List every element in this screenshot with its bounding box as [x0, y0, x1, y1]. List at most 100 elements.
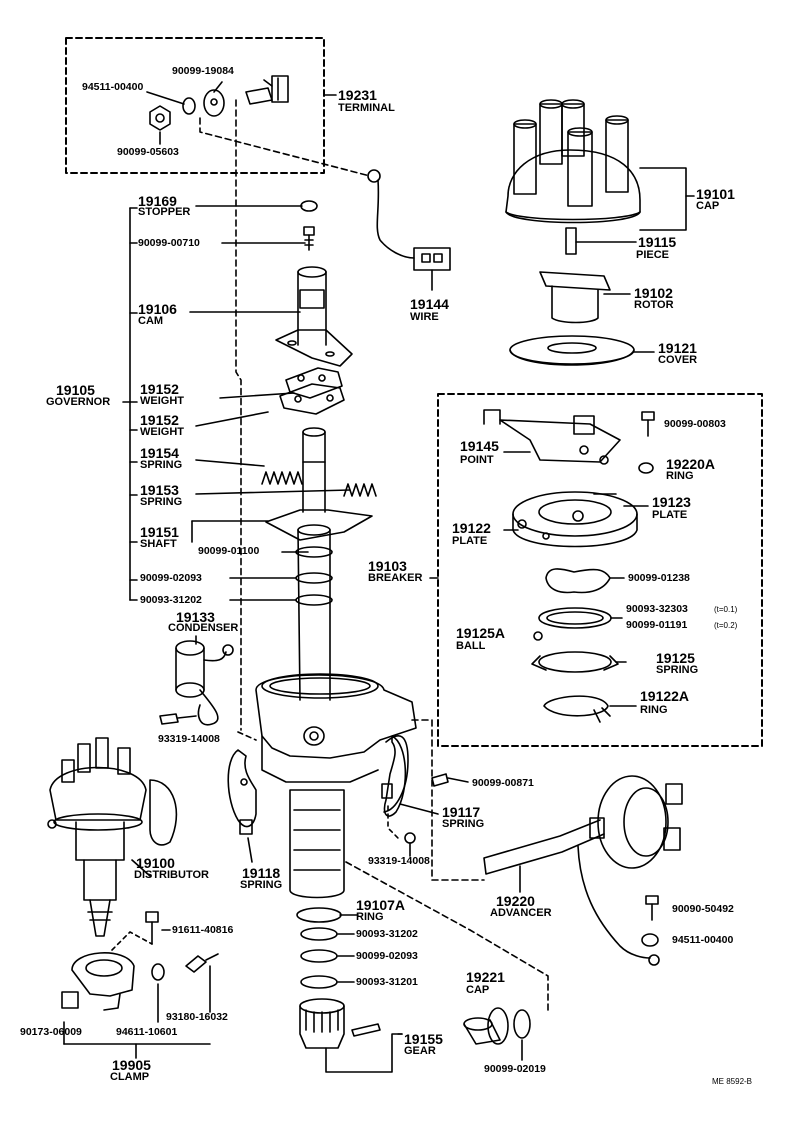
label-19118-name: SPRING — [240, 879, 283, 891]
ring-19220A-shape — [638, 462, 654, 474]
bolt-93180-16032 — [185, 953, 219, 973]
contact-point-shape — [483, 409, 621, 465]
label-19102-number: 19102 — [634, 285, 673, 301]
governor-shaft-shape — [265, 427, 373, 701]
label-19105-name: GOVERNOR — [46, 396, 111, 408]
ring-19122A-shape — [543, 695, 609, 717]
distributor-cap-shape — [505, 99, 641, 224]
label-19221-number: 19221 — [466, 969, 505, 985]
label-19125-number: 19125 — [656, 650, 695, 666]
label-19151-number: 19151 — [140, 524, 179, 540]
label-90099-01238: 90099-01238 — [628, 572, 690, 584]
gear-pin — [351, 1023, 381, 1037]
terminal-group-box — [65, 37, 325, 174]
nut-90173-06009 — [61, 991, 79, 1009]
label-19101-name: CAP — [696, 200, 720, 212]
label-19121-number: 19121 — [658, 340, 697, 356]
label-90093-32303: 90093-32303 — [626, 603, 688, 615]
label-19905-name: CLAMP — [110, 1071, 150, 1083]
label-90093-31202-lower: 90093-31202 — [356, 928, 418, 940]
label-90093-31201: 90093-31201 — [356, 976, 418, 988]
spring-19125-shape — [531, 651, 619, 673]
vacuum-advancer-shape — [483, 775, 683, 966]
label-90099-00803: 90099-00803 — [664, 418, 726, 430]
label-19905-number: 19905 — [112, 1057, 151, 1073]
label-19145-number: 19145 — [460, 438, 499, 454]
label-19122A-number: 19122A — [640, 688, 690, 704]
label-19144-number: 19144 — [410, 296, 449, 312]
label-90099-02019: 90099-02019 — [484, 1063, 546, 1075]
bolt-91611-40816 — [145, 911, 159, 945]
label-19169-name: STOPPER — [138, 206, 191, 218]
label-19106-name: CAM — [138, 315, 164, 327]
label-19103-number: 19103 — [368, 558, 407, 574]
screw-90099-00871 — [431, 773, 469, 787]
breaker-plate-shape — [512, 491, 638, 548]
ring-90093-31201 — [300, 975, 338, 989]
dust-cover-shape — [509, 335, 635, 366]
label-90093-32303-note: (t=0.1) — [714, 605, 738, 614]
label-90173-06009: 90173-06009 — [20, 1026, 82, 1038]
label-90099-19084: 90099-19084 — [172, 65, 234, 77]
washer-90099-02019-shape — [513, 1009, 531, 1039]
drive-gear-shape — [299, 998, 345, 1049]
label-19105-number: 19105 — [56, 382, 95, 398]
label-90099-01191: 90099-01191 — [626, 619, 688, 631]
label-19221-name: CAP — [466, 984, 490, 996]
label-19155-number: 19155 — [404, 1031, 443, 1047]
label-19101-number: 19101 — [696, 186, 735, 202]
label-94511-00400-lower: 94511-00400 — [672, 934, 734, 946]
label-19123-number: 19123 — [652, 494, 691, 510]
label-19145-name: POINT — [460, 454, 494, 466]
label-90099-02093-upper: 90099-02093 — [140, 572, 202, 584]
ball-19125A-shape — [533, 631, 543, 641]
label-19153-name: SPRING — [140, 496, 183, 508]
ring-90093-31202-lower — [300, 927, 338, 941]
ring-90099-02093-lower — [300, 949, 338, 963]
label-94611-10601: 94611-10601 — [116, 1026, 178, 1038]
label-19122-number: 19122 — [452, 520, 491, 536]
nut-90099-05603 — [149, 105, 171, 131]
spring-19153-shape — [343, 483, 377, 497]
label-91611-40816: 91611-40816 — [172, 924, 234, 936]
label-19153-number: 19153 — [140, 482, 179, 498]
washer-90093-32303-shape — [538, 607, 612, 629]
cap-19221-shape — [463, 1007, 509, 1045]
spring-clip-19118 — [227, 749, 257, 835]
governor-weights — [279, 367, 345, 415]
washer-94511-00400-lower — [641, 933, 659, 947]
ring-90099-02093-upper — [295, 572, 333, 584]
label-19125A-number: 19125A — [456, 625, 506, 641]
label-19231-number: 19231 — [338, 87, 377, 103]
label-19155-name: GEAR — [404, 1045, 436, 1057]
label-19125A-name: BALL — [456, 640, 486, 652]
label-19151-name: SHAFT — [140, 538, 177, 550]
piece-19115-shape — [565, 227, 577, 255]
label-19100-name: DISTRIBUTOR — [134, 869, 209, 881]
label-19121-name: COVER — [658, 354, 698, 366]
label-19122-name: PLATE — [452, 535, 488, 547]
complete-distributor-shape — [47, 737, 178, 937]
washer-94611-10601 — [151, 963, 165, 981]
condenser-shape — [175, 640, 234, 726]
label-90099-01100: 90099-01100 — [198, 545, 260, 557]
label-90099-00710: 90099-00710 — [138, 237, 200, 249]
label-19133-number: 19133 — [176, 609, 215, 625]
label-19152b-name: WEIGHT — [140, 426, 184, 438]
label-19102-name: ROTOR — [634, 299, 674, 311]
label-90099-00871: 90099-00871 — [472, 777, 534, 789]
label-19220-number: 19220 — [496, 893, 535, 909]
screw-93319-14008-left — [159, 713, 197, 725]
breaker-group-box — [437, 393, 763, 747]
label-19122A-name: RING — [640, 704, 668, 716]
screw-90090-50492 — [645, 895, 659, 921]
label-90093-31202-upper: 90093-31202 — [140, 594, 202, 606]
label-19231-name: TERMINAL — [338, 102, 395, 114]
label-19220A-number: 19220A — [666, 456, 716, 472]
distributor-housing-shape — [255, 673, 417, 899]
wire-19144-shape — [367, 169, 451, 271]
label-19152a-name: WEIGHT — [140, 395, 184, 407]
terminal-bolt — [245, 75, 289, 105]
cam-shape — [275, 266, 353, 367]
